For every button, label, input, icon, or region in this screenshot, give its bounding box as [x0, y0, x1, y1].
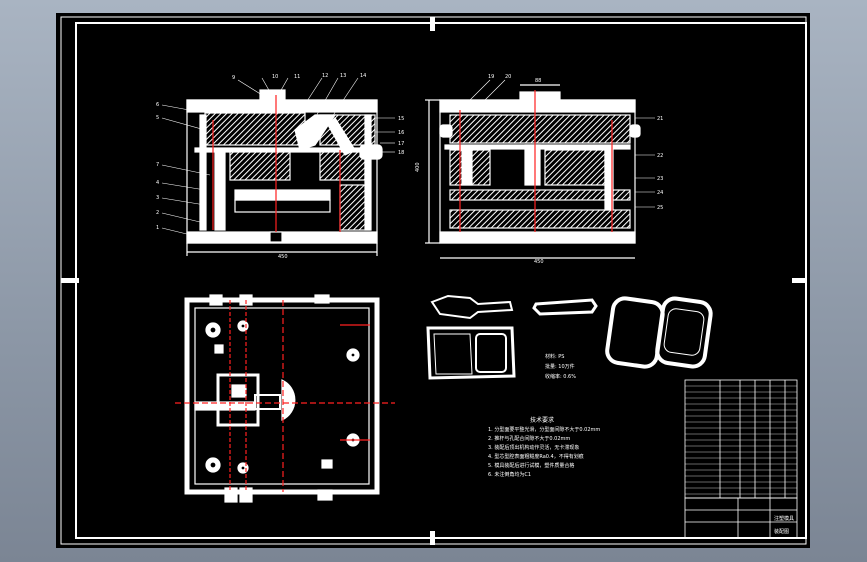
tech-note: 5. 模具装配后进行试模，塑件质量合格	[488, 462, 574, 469]
callout-label: 20	[505, 74, 511, 80]
technical-requirements: 技术要求 1. 分型面要平整光滑，分型面间隙不大于0.02mm 2. 推杆与孔配…	[488, 416, 600, 478]
title-block	[684, 497, 798, 539]
callout-label: 23	[657, 176, 663, 182]
part-material: 材料: PS	[545, 353, 564, 360]
callout-label: 16	[398, 130, 404, 136]
tech-note: 6. 未注倒角均为C1	[488, 471, 531, 478]
dimension-top: 88	[535, 78, 541, 84]
tech-note: 1. 分型面要平整光滑，分型面间隙不大于0.02mm	[488, 426, 600, 433]
callout-label: 21	[657, 116, 663, 122]
front-section-view	[186, 89, 383, 256]
plan-view	[175, 294, 395, 503]
top-callout-lines-right	[469, 79, 506, 101]
top-callout-labels-left: 9 10 11 12 13 14	[232, 73, 366, 81]
callout-label: 18	[398, 150, 404, 156]
tech-note: 3. 装配后顶出机构动作灵活，无卡滞现象	[488, 444, 579, 451]
side-section-view	[425, 84, 641, 259]
callout-label: 17	[398, 141, 404, 147]
dimension-bottom-right: 450	[534, 259, 544, 265]
callout-label: 15	[398, 116, 404, 122]
callout-label: 1	[156, 225, 159, 231]
part-info: 材料: PS 批量: 10万件 收缩率: 0.6%	[545, 353, 576, 380]
right-callout-lines-right	[635, 117, 655, 208]
callout-label: 7	[156, 162, 159, 168]
right-callout-labels-left: 15 16 17 18	[398, 116, 404, 156]
callout-label: 24	[657, 190, 663, 196]
drawing-paper	[56, 13, 810, 548]
callout-label: 4	[156, 180, 159, 186]
center-mark-left	[61, 278, 79, 283]
right-callout-lines-left	[375, 117, 395, 153]
callout-label: 5	[156, 115, 159, 121]
center-mark-bottom	[430, 531, 435, 545]
parts-list-rows	[685, 385, 797, 495]
tech-title: 技术要求	[530, 416, 554, 424]
dimension-width: 450	[278, 254, 288, 260]
part-batch: 批量: 10万件	[545, 363, 575, 370]
callout-label: 3	[156, 195, 159, 201]
center-mark-right	[792, 278, 806, 283]
callout-label: 2	[156, 210, 159, 216]
callout-label: 22	[657, 153, 663, 159]
callout-label: 12	[322, 73, 328, 79]
title-block-number: 装配图	[774, 528, 789, 535]
left-callout-lines	[161, 104, 211, 237]
left-callout-labels: 6 5 7 4 3 2 1	[156, 102, 159, 231]
title-block-name: 注塑模具	[774, 515, 794, 522]
tech-note: 2. 推杆与孔配合间隙不大于0.02mm	[488, 435, 570, 442]
callout-label: 6	[156, 102, 159, 108]
callout-label: 13	[340, 73, 346, 79]
part-shrink: 收缩率: 0.6%	[545, 373, 576, 380]
callout-label: 10	[272, 74, 278, 80]
callout-label: 25	[657, 205, 663, 211]
top-callout-lines-left	[237, 77, 359, 121]
center-mark-top	[430, 17, 435, 31]
part-sketches	[426, 294, 713, 380]
dimension-right: 400	[415, 162, 421, 172]
right-callout-labels-right: 21 22 23 24 25	[657, 116, 663, 211]
tech-note: 4. 型芯型腔表面粗糙度Ra0.4，不得有划痕	[488, 453, 584, 460]
callout-label: 11	[294, 74, 300, 80]
callout-label: 19	[488, 74, 494, 80]
callout-label: 14	[360, 73, 366, 79]
callout-label: 9	[232, 75, 235, 81]
